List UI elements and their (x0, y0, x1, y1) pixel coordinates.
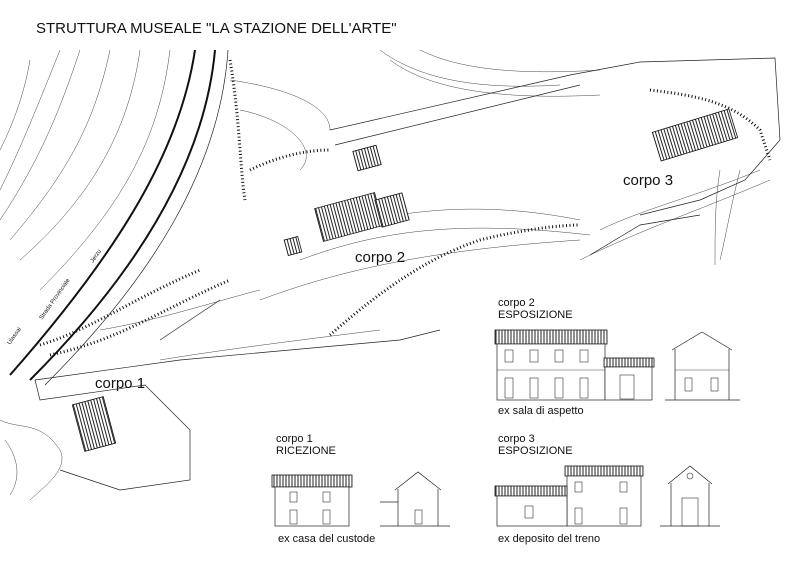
road-label-strada-provinciale: Strada Provinciale (39, 277, 72, 321)
plan-label-corpo-2: corpo 2 (355, 249, 405, 266)
plan-label-corpo-3: corpo 3 (623, 172, 673, 189)
elevation-caption: ex sala di aspetto (498, 405, 584, 417)
road (9, 49, 229, 386)
drawing-title: STRUTTURA MUSEALE "LA STAZIONE DELL'ARTE… (36, 20, 397, 37)
elevation-caption: ex deposito del treno (498, 533, 600, 545)
elevation-caption: ex casa del custode (278, 533, 375, 545)
plan-corpo-2 (283, 144, 410, 257)
plan-corpo-3 (651, 108, 739, 162)
road-label-ulassai: Ulassai (7, 327, 23, 347)
embankment-hatching (228, 59, 247, 201)
plan-label-corpo-1: corpo 1 (95, 375, 145, 392)
plan-corpo-1 (71, 396, 117, 452)
elevation-corpo-2: corpo 2 ESPOSIZIONE ex sala di aspetto (494, 297, 740, 417)
elevation-name: corpo 1 (276, 433, 313, 445)
elevation-function: ESPOSIZIONE (498, 309, 573, 321)
elevation-name: corpo 2 (498, 297, 535, 309)
elevation-name: corpo 3 (498, 433, 535, 445)
elevation-corpo-3: corpo 3 ESPOSIZIONE ex deposito del tren… (494, 433, 720, 545)
elevation-function: RICEZIONE (276, 445, 336, 457)
elevation-corpo-1: corpo 1 RICEZIONE ex casa del custode (271, 433, 450, 545)
site-boundary (34, 57, 781, 491)
elevation-function: ESPOSIZIONE (498, 445, 573, 457)
